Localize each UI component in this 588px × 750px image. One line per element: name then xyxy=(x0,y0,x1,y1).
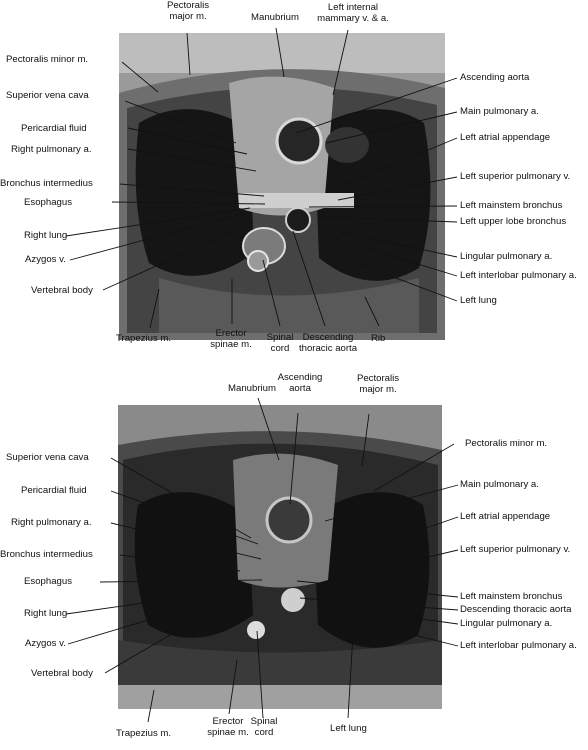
label-left-upper-lobe-bronchus-top: Left upper lobe bronchus xyxy=(460,216,567,227)
label-right-lung-top: Right lung xyxy=(24,230,68,241)
label-right-pulmonary-a-top: Right pulmonary a. xyxy=(11,144,92,155)
label-pericardial-fluid-top: Pericardial fluid xyxy=(21,123,87,134)
label-descending-thoracic-aorta-bottom: Descending thoracic aorta xyxy=(460,604,572,615)
label-left-lung-top: Left lung xyxy=(460,295,497,306)
label-right-lung-bottom: Right lung xyxy=(24,608,68,619)
label-left-mainstem-bronchus-top: Left mainstem bronchus xyxy=(460,200,563,211)
label-right-pulmonary-a-bottom: Right pulmonary a. xyxy=(11,517,92,528)
mri-image-top xyxy=(119,33,445,340)
label-superior-vena-cava-bottom: Superior vena cava xyxy=(6,452,89,463)
mri-image-bottom xyxy=(118,405,442,709)
label-left-interlobar-pulmonary-a-bottom: Left interlobar pulmonary a. xyxy=(460,640,577,651)
label-main-pulmonary-a-top: Main pulmonary a. xyxy=(460,106,539,117)
label-manubrium-bottom: Manubrium xyxy=(228,383,276,394)
label-main-pulmonary-a-bottom: Main pulmonary a. xyxy=(460,479,539,490)
label-rib-top: Rib xyxy=(371,333,386,344)
label-left-mainstem-bronchus-bottom: Left mainstem bronchus xyxy=(460,591,563,602)
label-trapezius-bottom: Trapezius m. xyxy=(116,728,172,739)
label-left-superior-pulmonary-v-bottom: Left superior pulmonary v. xyxy=(460,544,571,555)
label-manubrium-top: Manubrium xyxy=(251,12,299,23)
label-left-atrial-appendage-bottom: Left atrial appendage xyxy=(460,511,551,522)
label-left-interlobar-pulmonary-a-top: Left interlobar pulmonary a. xyxy=(460,270,577,281)
label-azygos-v-bottom: Azygos v. xyxy=(25,638,66,649)
label-bronchus-intermedius-top: Bronchus intermedius xyxy=(0,178,93,189)
label-trapezius-top: Trapezius m. xyxy=(116,333,172,344)
label-esophagus-top: Esophagus xyxy=(24,197,73,208)
label-ascending-aorta-top: Ascending aorta xyxy=(460,72,530,83)
label-left-superior-pulmonary-v-top: Left superior pulmonary v. xyxy=(460,171,571,182)
label-pectoralis-minor-bottom: Pectoralis minor m. xyxy=(465,438,548,449)
label-azygos-v-top: Azygos v. xyxy=(25,254,66,265)
label-left-atrial-appendage-top: Left atrial appendage xyxy=(460,132,551,143)
label-lingular-pulmonary-a-top: Lingular pulmonary a. xyxy=(460,251,553,262)
label-vertebral-body-bottom: Vertebral body xyxy=(31,668,93,679)
label-vertebral-body-top: Vertebral body xyxy=(31,285,93,296)
label-pectoralis-minor-top: Pectoralis minor m. xyxy=(6,54,89,65)
label-superior-vena-cava-top: Superior vena cava xyxy=(6,90,89,101)
label-lingular-pulmonary-a-bottom: Lingular pulmonary a. xyxy=(460,618,553,629)
label-bronchus-intermedius-bottom: Bronchus intermedius xyxy=(0,549,93,560)
label-esophagus-bottom: Esophagus xyxy=(24,576,73,587)
label-left-lung-bottom: Left lung xyxy=(330,723,367,734)
label-pericardial-fluid-bottom: Pericardial fluid xyxy=(21,485,87,496)
